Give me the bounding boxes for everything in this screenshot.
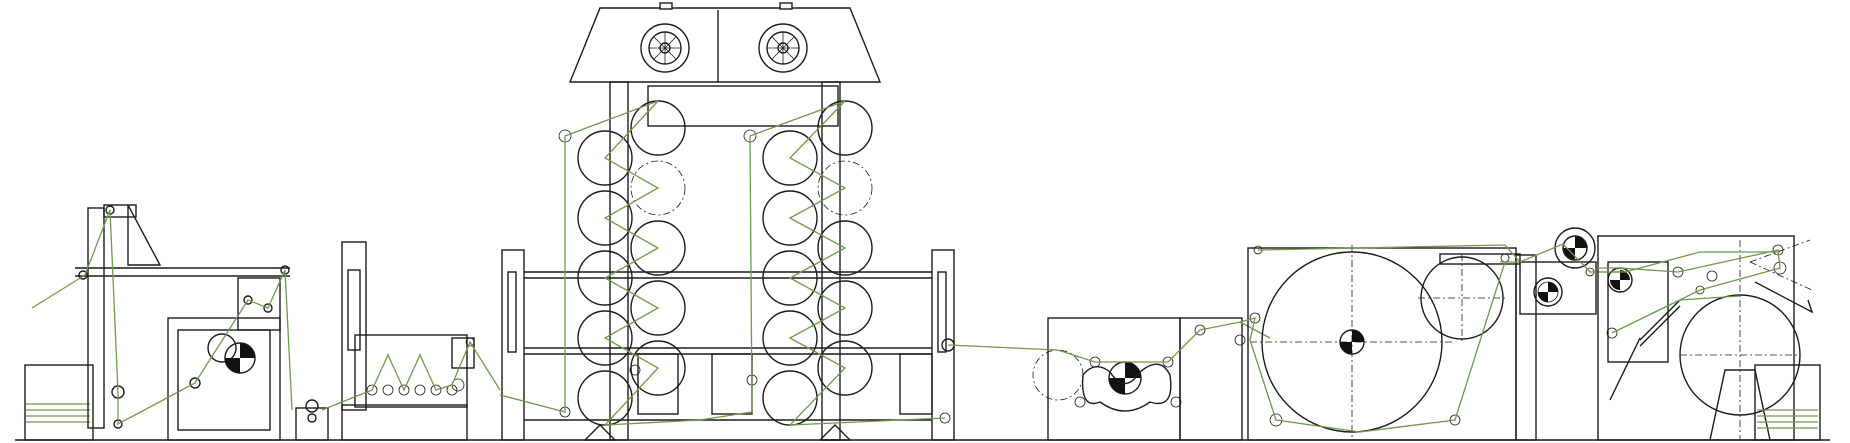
large-drum-section — [1234, 244, 1537, 441]
hood — [568, 7, 882, 83]
tension-rolls — [1519, 227, 1625, 315]
calender-unit — [941, 317, 1271, 441]
unwind-stand — [24, 204, 293, 441]
drying-cylinder-section — [499, 2, 955, 441]
cylinders-left — [577, 100, 686, 426]
exhaust-fan-right — [758, 23, 808, 73]
web-guide-unit — [295, 241, 501, 441]
winder-unit — [1597, 235, 1821, 441]
exhaust-fan-left — [640, 23, 690, 73]
cylinders-right — [762, 100, 873, 426]
